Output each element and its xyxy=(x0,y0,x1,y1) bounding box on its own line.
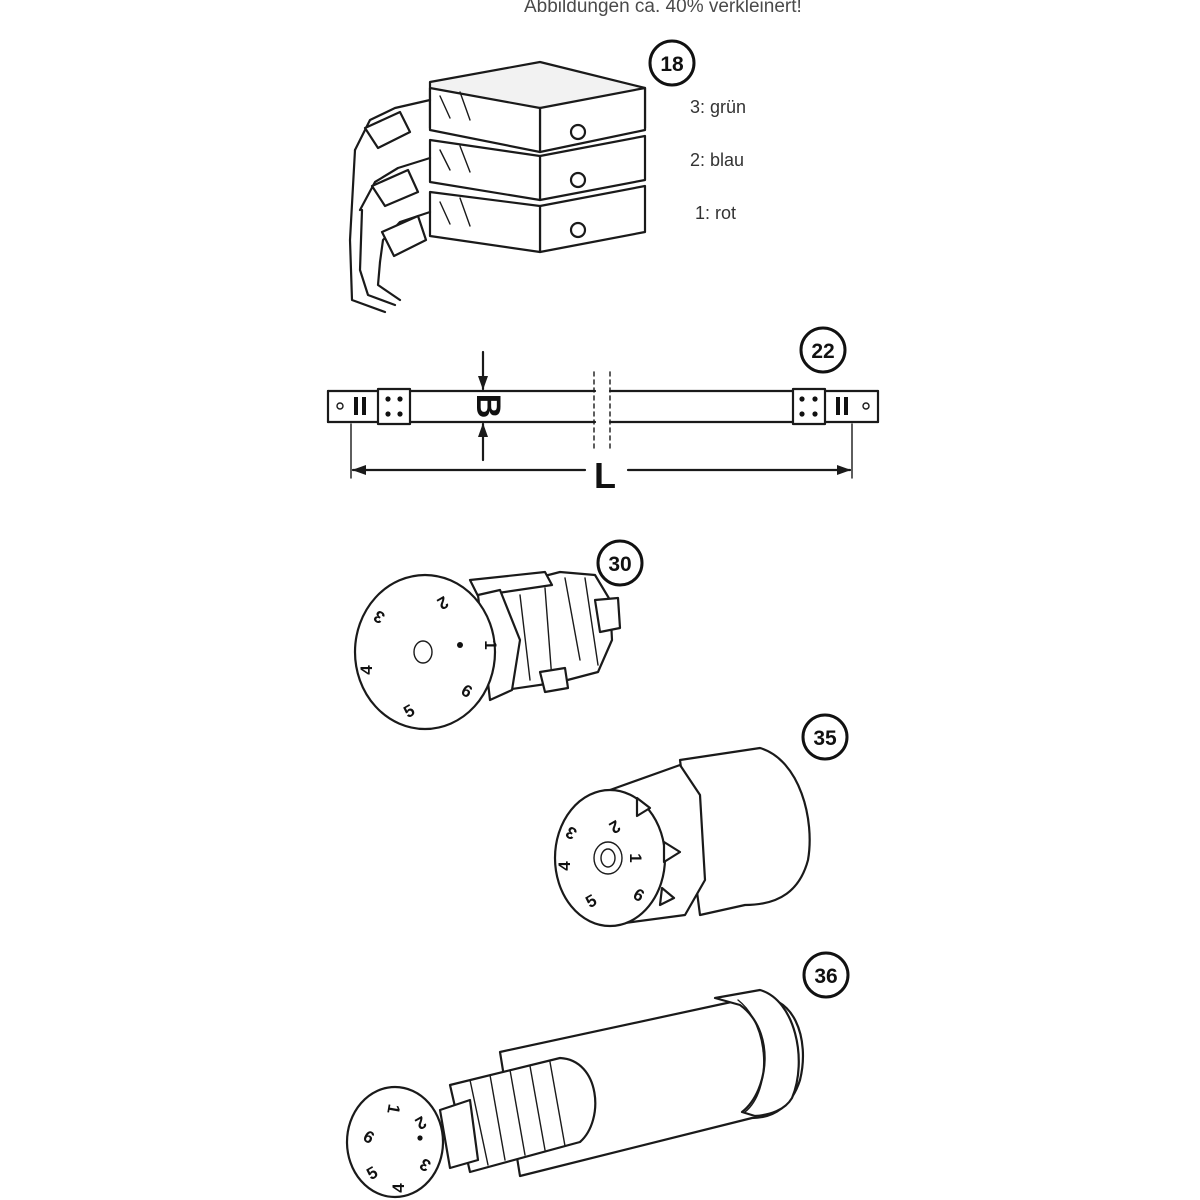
dial-digit: 4 xyxy=(555,861,574,871)
badge-22: 22 xyxy=(799,326,847,374)
badge-30: 30 xyxy=(596,539,644,587)
badge-18: 18 xyxy=(648,39,696,87)
legend-item-blue: 2: blau xyxy=(690,150,745,170)
badge-18-label: 18 xyxy=(660,53,684,76)
badge-36-label: 36 xyxy=(814,965,837,988)
dimension-width-label: B xyxy=(469,394,507,419)
legend-item-green: 3: grün xyxy=(690,97,747,117)
part-18-connector-stack xyxy=(348,60,647,314)
caption-reduction-note: Abbildungen ca. 40% verkleinert! xyxy=(524,0,802,17)
part-35-cylinder: 1 2 3 4 5 6 xyxy=(553,746,811,928)
part-30-adapter: 1 2 3 4 5 6 xyxy=(353,570,622,731)
badge-35-label: 35 xyxy=(813,727,837,750)
badge-30-label: 30 xyxy=(608,553,631,576)
dial-digit: 4 xyxy=(357,665,376,675)
part-22-strap: B L xyxy=(326,350,880,496)
connector-block-red xyxy=(378,184,647,264)
dial-digit: 1 xyxy=(383,1103,403,1116)
dial-digit: 1 xyxy=(626,853,645,862)
badge-22-label: 22 xyxy=(811,340,834,363)
badge-35: 35 xyxy=(801,713,849,761)
dimension-length-label: L xyxy=(594,455,616,496)
legend-item-red: 1: rot xyxy=(695,203,737,223)
connector-block-blue xyxy=(358,134,647,212)
part-36-tube: 1 2 3 4 5 6 xyxy=(345,988,804,1199)
badge-36: 36 xyxy=(802,951,850,999)
connector-block-green xyxy=(353,60,647,154)
dial-digit: 1 xyxy=(481,640,500,649)
dial-digit: 4 xyxy=(389,1183,408,1193)
